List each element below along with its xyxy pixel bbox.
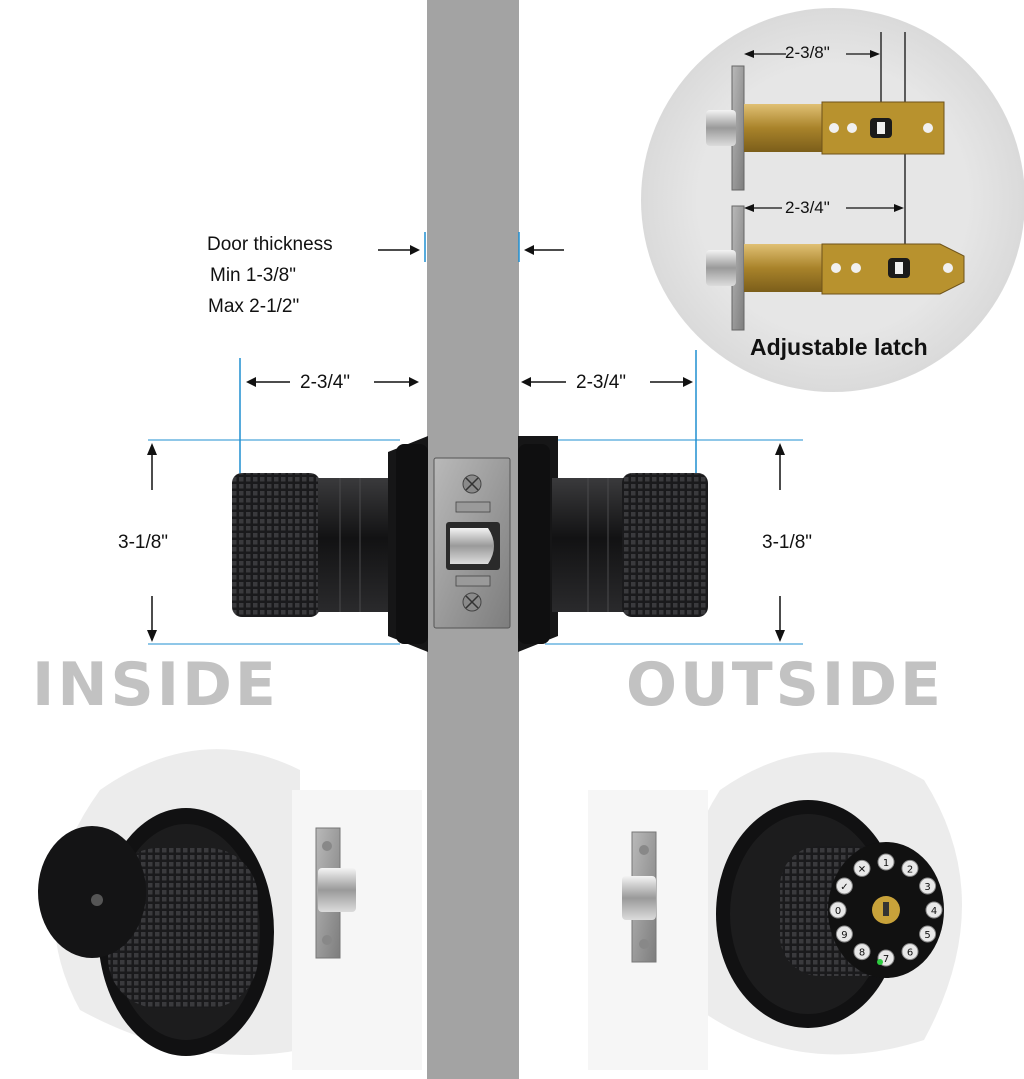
latch-bottom-backset-label: 2-3/4" xyxy=(785,198,830,217)
keypad-key xyxy=(835,925,853,943)
outside-photo: 1 23 4 56 7 8 9 0 ✓ ✕ xyxy=(588,752,962,1070)
keypad-key-label: 9 xyxy=(841,930,847,941)
inside-label: INSIDE xyxy=(32,650,279,720)
door-max-label: Max 2-1/2" xyxy=(208,296,300,317)
left-length-label: 2-3/4" xyxy=(300,372,351,393)
keypad-key-label: 8 xyxy=(859,948,865,959)
keypad-key-label: 4 xyxy=(931,906,937,917)
keypad-key-label: ✓ xyxy=(840,882,848,893)
keypad-key xyxy=(829,901,847,919)
keypad-key-label: ✕ xyxy=(858,864,866,875)
keypad-key-label: 1 xyxy=(883,858,889,869)
inside-knob xyxy=(232,436,428,652)
latch-top-backset-label: 2-3/8" xyxy=(785,43,830,62)
left-height-label: 3-1/8" xyxy=(118,532,169,553)
keypad-key xyxy=(919,925,937,943)
keypad-key xyxy=(925,901,943,919)
keypad-key xyxy=(901,943,919,961)
keypad-key xyxy=(919,877,937,895)
keypad-key xyxy=(835,877,853,895)
door-thickness-label: Door thickness xyxy=(207,234,333,255)
keypad-key xyxy=(853,859,871,877)
right-height-label: 3-1/8" xyxy=(762,532,813,553)
keypad-key-label: 0 xyxy=(835,906,841,917)
keypad-key-label: 5 xyxy=(924,930,930,941)
keypad-key-label: 6 xyxy=(907,948,913,959)
inside-photo xyxy=(38,749,422,1070)
keypad-key-label: 2 xyxy=(907,864,913,875)
latch-faceplate xyxy=(433,457,511,629)
keypad-key-label: 3 xyxy=(924,882,930,893)
keypad-key xyxy=(853,943,871,961)
right-length-label: 2-3/4" xyxy=(576,372,627,393)
door-min-label: Min 1-3/8" xyxy=(210,265,296,286)
latch-inset xyxy=(641,8,1024,392)
keypad-key xyxy=(877,853,895,871)
adjustable-latch-caption: Adjustable latch xyxy=(750,334,928,360)
keypad-key-label: 7 xyxy=(883,954,889,965)
outside-knob xyxy=(518,436,708,652)
outside-label: OUTSIDE xyxy=(626,650,944,720)
keypad: 1 23 4 56 7 8 9 0 ✓ ✕ xyxy=(829,853,943,967)
keypad-key xyxy=(901,859,919,877)
